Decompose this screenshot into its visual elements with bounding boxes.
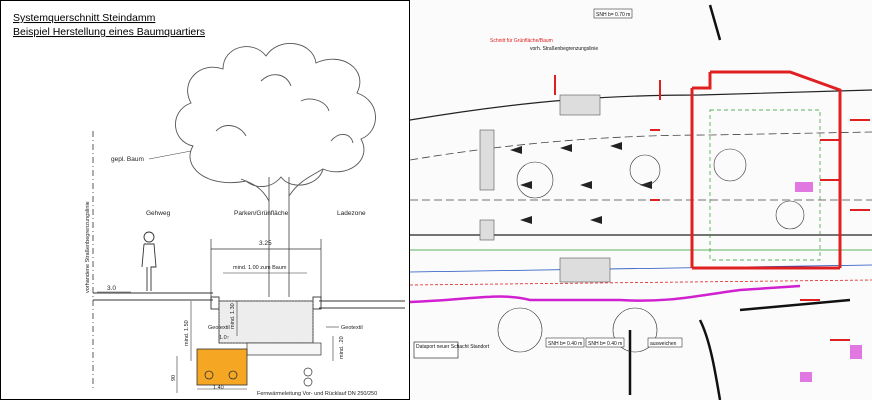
geotextile-right: Geotextil bbox=[341, 325, 363, 331]
lane-arrows bbox=[510, 142, 652, 224]
cross-section-panel: Systemquerschnitt Steindamm Beispiel Her… bbox=[0, 0, 410, 400]
magenta-utility-line bbox=[410, 284, 801, 304]
pipe-symbol-1 bbox=[303, 367, 313, 377]
hatched-blocks bbox=[479, 94, 611, 283]
green-boundary bbox=[709, 109, 821, 261]
ausweichen-label: ausweichen bbox=[650, 341, 677, 347]
site-plan-drawing: SNH b= 0.70 m vorh. Straßenbegrenzungsli… bbox=[410, 4, 872, 400]
snh-top-label: SNH b= 0.70 m bbox=[596, 12, 630, 18]
tree-cut-label: Schnitt für Grünfläche/Baum bbox=[490, 38, 553, 44]
person-figure bbox=[141, 231, 157, 291]
snh-bottom-label-2: SNH b= 0.40 m bbox=[588, 341, 622, 347]
section-title: Systemquerschnitt Steindamm bbox=[13, 12, 156, 24]
geotextile-left: Geotextil bbox=[208, 325, 230, 331]
magenta-tree-cells bbox=[795, 182, 862, 382]
dim-min-20: mind. .20 bbox=[339, 336, 345, 359]
plan-circles bbox=[497, 148, 805, 353]
site-plan-panel: SNH b= 0.70 m vorh. Straßenbegrenzungsli… bbox=[410, 0, 872, 400]
planting-pit bbox=[218, 300, 314, 344]
boundary-label: vorhandene Straßenbegrenzungslinie bbox=[85, 201, 91, 293]
dim-gap: 1.0↑ bbox=[219, 335, 230, 341]
pipe-label: Fernwärmeleitung Vor- und Rücklauf DN 25… bbox=[257, 391, 377, 397]
dim-1-40: 1.40 bbox=[213, 385, 224, 391]
snh-bottom-label-1: SNH b= 0.40 m bbox=[548, 341, 582, 347]
depth-dimensions bbox=[176, 301, 334, 393]
sidewalk-label: Gehweg bbox=[146, 210, 171, 217]
dim-3-0: 3.0 bbox=[107, 285, 116, 292]
gravel-layer bbox=[246, 342, 322, 356]
tree-crown bbox=[175, 42, 376, 187]
parking-label: Parken/Grünfläche bbox=[234, 210, 289, 217]
street-boundary-label: vorh. Straßenbegrenzungslinie bbox=[530, 46, 598, 52]
dataport-label: Dataport neuer Schacht Standort bbox=[416, 344, 490, 350]
dim-90: 90 bbox=[171, 375, 177, 381]
section-subtitle: Beispiel Herstellung eines Baumquartiers bbox=[13, 26, 205, 38]
black-pipe-lines bbox=[628, 4, 851, 400]
pipe-symbol-2 bbox=[303, 377, 313, 387]
tree-label: gepl. Baum bbox=[111, 156, 144, 163]
red-markers bbox=[554, 75, 870, 341]
loading-label: Ladezone bbox=[337, 210, 366, 217]
tree-trunk bbox=[240, 168, 324, 297]
dim-min-150: mind. 1.50 bbox=[184, 320, 190, 346]
dim-3-25: 3.25 bbox=[259, 240, 272, 247]
red-work-area bbox=[690, 70, 842, 270]
dim-min-130: mind. 1.30 bbox=[230, 303, 236, 329]
dimension-width bbox=[210, 239, 322, 301]
cross-section-drawing: Systemquerschnitt Steindamm Beispiel Her… bbox=[13, 12, 405, 397]
district-heating-pipe-box bbox=[196, 348, 248, 386]
dim-min-distance: mind. 1.00 zum Baum bbox=[233, 265, 287, 271]
